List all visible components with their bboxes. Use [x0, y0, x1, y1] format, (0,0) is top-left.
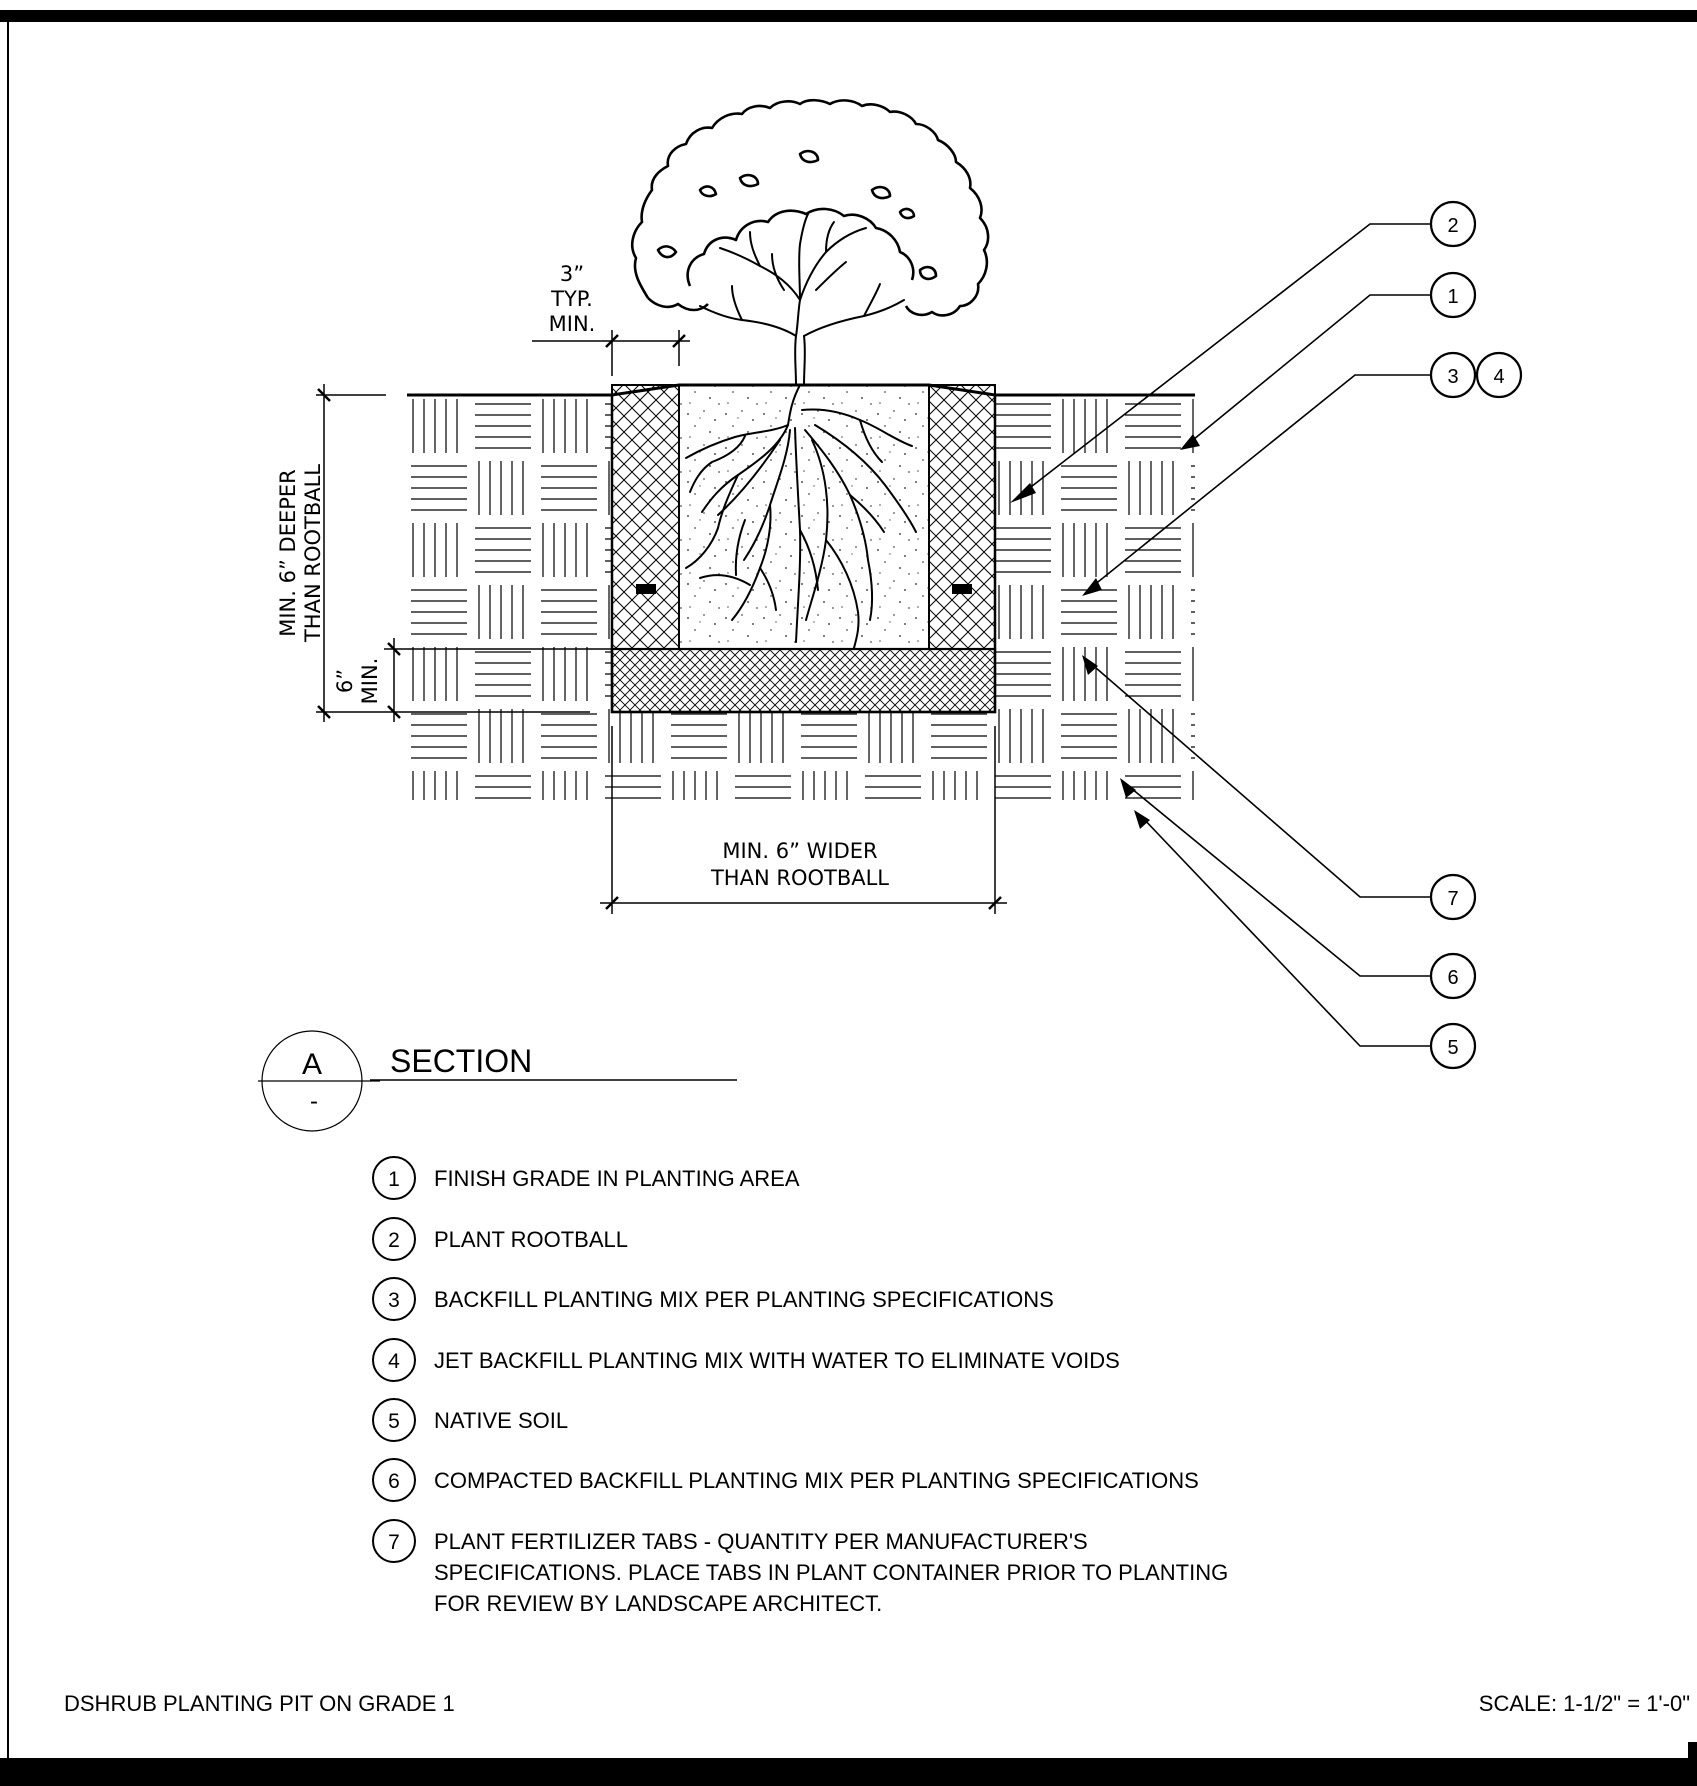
shrub-canopy [630, 98, 990, 317]
compacted-backfill-base [610, 647, 997, 714]
fertilizer-tab-right [952, 584, 972, 594]
keynote-6: 6 COMPACTED BACKFILL PLANTING MIX PER PL… [372, 1458, 1199, 1502]
dim-mulch-line-3: MIN. [549, 312, 596, 336]
sheet-border [0, 10, 1697, 1786]
roots [685, 384, 917, 649]
callout-6-label: 6 [1447, 967, 1458, 989]
keynote-7: 7 PLANT FERTILIZER TABS - QUANTITY PER M… [372, 1519, 1228, 1616]
dim-width-line-1: MIN. 6” WIDER [722, 839, 877, 863]
keynote-4-text: JET BACKFILL PLANTING MIX WITH WATER TO … [434, 1348, 1120, 1373]
keynote-4: 4 JET BACKFILL PLANTING MIX WITH WATER T… [372, 1338, 1120, 1382]
keynotes-list: 1 FINISH GRADE IN PLANTING AREA 2 PLANT … [372, 1156, 1228, 1616]
dim-mulch-line-1: 3” [560, 262, 584, 286]
keynote-2-text: PLANT ROOTBALL [434, 1227, 628, 1252]
dimension-pit-width: MIN. 6” WIDER THAN ROOTBALL [600, 726, 1007, 914]
keynote-7-text-line-2: SPECIFICATIONS. PLACE TABS IN PLANT CONT… [434, 1560, 1228, 1585]
fertilizer-tab-left [636, 584, 656, 594]
dimension-pit-depth: MIN. 6” DEEPER THAN ROOTBALL [276, 384, 590, 722]
keynote-7-text-line-3: FOR REVIEW BY LANDSCAPE ARCHITECT. [434, 1591, 882, 1616]
pit-outline [610, 395, 997, 714]
callout-3-label: 3 [1447, 366, 1458, 388]
keynote-6-number: 6 [388, 1470, 400, 1493]
keynote-5: 5 NATIVE SOIL [372, 1398, 568, 1442]
keynote-6-text: COMPACTED BACKFILL PLANTING MIX PER PLAN… [434, 1468, 1199, 1493]
keynote-7-text-line-1: PLANT FERTILIZER TABS - QUANTITY PER MAN… [434, 1529, 1088, 1554]
callout-4: 4 [1475, 351, 1523, 399]
dim-base-line-2: MIN. [358, 658, 382, 705]
shrub-trunk-and-branches [699, 213, 905, 386]
section-title: SECTION [390, 1043, 532, 1079]
dim-mulch-line-2: TYP. [550, 287, 593, 311]
keynote-5-text: NATIVE SOIL [434, 1408, 568, 1433]
keynote-1: 1 FINISH GRADE IN PLANTING AREA [372, 1156, 800, 1200]
section-marker: A - SECTION [258, 1030, 737, 1132]
keynote-1-text: FINISH GRADE IN PLANTING AREA [434, 1166, 800, 1191]
dim-base-line-1: 6” [333, 669, 357, 693]
backfill-planting-mix-right [928, 384, 996, 650]
keynote-2: 2 PLANT ROOTBALL [372, 1217, 628, 1261]
section-letter: A [302, 1048, 322, 1081]
callout-6: 6 [1429, 952, 1477, 1000]
keynote-7-number: 7 [388, 1531, 400, 1554]
keynote-3: 3 BACKFILL PLANTING MIX PER PLANTING SPE… [372, 1277, 1054, 1321]
callout-1: 1 [1429, 271, 1477, 319]
callout-7-label: 7 [1447, 888, 1458, 910]
plant-rootball [678, 384, 930, 650]
dim-depth-line-2: THAN ROOTBALL [301, 464, 325, 643]
detail-name: DSHRUB PLANTING PIT ON GRADE 1 [64, 1691, 455, 1716]
callout-2: 2 [1429, 200, 1477, 248]
dim-depth-line-1: MIN. 6” DEEPER [276, 469, 300, 637]
callout-2-label: 2 [1447, 215, 1458, 237]
callout-7: 7 [1429, 873, 1477, 921]
keynote-2-number: 2 [388, 1229, 400, 1252]
callout-5-label: 5 [1447, 1037, 1458, 1059]
callout-4-label: 4 [1493, 366, 1504, 388]
dimension-base-depth: 6” MIN. [333, 638, 612, 722]
dimension-mulch-gap: 3” TYP. MIN. [532, 262, 690, 376]
keynote-5-number: 5 [388, 1410, 400, 1433]
callout-3: 3 [1429, 351, 1477, 399]
scale-label: SCALE: 1-1/2" = 1'-0" [1479, 1691, 1690, 1716]
keynote-3-text: BACKFILL PLANTING MIX PER PLANTING SPECI… [434, 1287, 1054, 1312]
keynote-1-number: 1 [388, 1168, 400, 1191]
callout-1-label: 1 [1447, 286, 1458, 308]
leader-arrowheads [1010, 434, 1200, 829]
callout-5: 5 [1429, 1022, 1477, 1070]
backfill-planting-mix-left [611, 384, 680, 650]
section-sheet-ref: - [310, 1088, 318, 1115]
leader-lines [1017, 223, 1430, 1047]
dim-width-line-2: THAN ROOTBALL [710, 866, 889, 890]
keynote-3-number: 3 [388, 1289, 400, 1312]
keynote-4-number: 4 [388, 1350, 400, 1373]
